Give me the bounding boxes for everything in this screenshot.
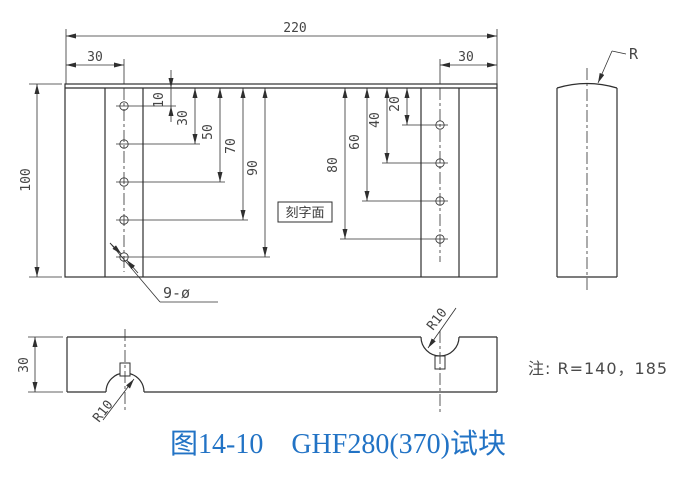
radius-callout-label: R xyxy=(629,45,639,63)
engraved-face-box: 刻字面 xyxy=(277,201,333,223)
holes-count-label: 9-ø xyxy=(163,284,190,302)
hole xyxy=(119,177,129,187)
hole xyxy=(435,120,445,130)
dim-depth-50: 50 xyxy=(201,88,223,182)
engraved-face-label: 刻字面 xyxy=(285,206,324,221)
hole xyxy=(435,158,445,168)
hole-centerlines xyxy=(123,59,441,272)
bottom-view-outline xyxy=(66,336,498,393)
dim-overall-width: 220 xyxy=(65,21,498,84)
dim-height: 100 xyxy=(19,83,62,278)
dim-label-90: 90 xyxy=(246,160,261,176)
hole xyxy=(119,252,129,262)
dim-depth-80: 80 xyxy=(326,88,348,239)
hole xyxy=(435,196,445,206)
dim-label-50: 50 xyxy=(201,124,216,140)
hole xyxy=(119,215,129,225)
dim-depth-60: 60 xyxy=(348,88,370,201)
dim-left-hole-offset: 30 xyxy=(66,50,124,68)
left-notch-radius-callout: R10 xyxy=(90,378,135,426)
dim-depth-70: 70 xyxy=(224,88,246,220)
dim-depth-40: 40 xyxy=(368,88,390,163)
hole xyxy=(435,234,445,244)
dim-label-10: 10 xyxy=(152,92,167,108)
radius-callout: R xyxy=(597,45,639,84)
dim-depth-30: 30 xyxy=(176,88,198,144)
groove-edge-lines xyxy=(104,88,460,277)
dim-label-220: 220 xyxy=(283,21,306,36)
right-notch-radius-label: R10 xyxy=(424,306,450,334)
figure-caption: 图14-10 GHF280(370)试块 xyxy=(170,428,506,460)
dim-label-30-left: 30 xyxy=(87,50,103,65)
dim-right-hole-offset: 30 xyxy=(440,50,497,68)
dim-label-100: 100 xyxy=(19,168,34,191)
dim-thickness: 30 xyxy=(17,336,63,393)
dim-label-thickness: 30 xyxy=(17,357,32,373)
left-notch-radius-label: R10 xyxy=(90,398,116,426)
bottom-view: 30 R10 R10 xyxy=(17,306,498,426)
hole-leader-lines xyxy=(116,105,448,258)
radius-note: 注: R=140，185 xyxy=(528,359,668,378)
dim-label-80: 80 xyxy=(326,157,341,173)
dim-depth-10: 10 xyxy=(152,70,174,122)
dim-label-40: 40 xyxy=(368,112,383,128)
hole xyxy=(119,101,129,111)
dim-label-20: 20 xyxy=(388,96,403,112)
dim-depth-90: 90 xyxy=(246,88,268,257)
dim-label-30-right: 30 xyxy=(458,50,474,65)
side-view: R xyxy=(556,45,639,292)
dim-label-30: 30 xyxy=(176,110,191,126)
dim-label-70: 70 xyxy=(224,138,239,154)
holes-left-column xyxy=(119,101,129,262)
front-view-outline xyxy=(64,83,498,278)
dim-label-60: 60 xyxy=(348,134,363,150)
holes-count-callout: 9-ø xyxy=(109,242,218,303)
front-view: 220 30 30 100 10 30 xyxy=(19,21,498,303)
dim-depth-20: 20 xyxy=(388,88,410,125)
holes-right-column xyxy=(435,120,445,244)
hole xyxy=(119,139,129,149)
